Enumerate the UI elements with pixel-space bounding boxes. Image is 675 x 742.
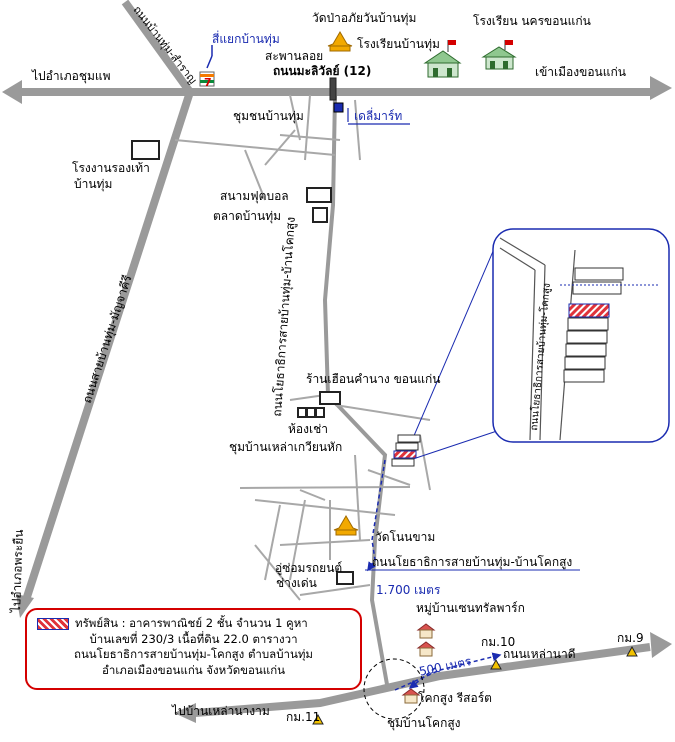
road-to-samran [121,0,194,95]
road-khok-sung-label: ถนนโยธาธิการสายบ้านทุ่ม-บ้านโคกสูง [372,555,573,569]
road-manchakhiri [16,90,194,618]
to-phra-yuen-label: ไปอำเภอพระยืน [8,529,26,613]
arrow-icon [16,594,34,618]
football-label: สนามฟุตบอล [220,189,289,203]
temple-icon [333,515,359,536]
svg-text:7: 7 [204,76,212,89]
to-chum-phae-label: ไปอำเภอชุมแพ [32,69,111,83]
shoe-factory-label-1: โรงงานรองเท้า [72,161,150,175]
road-lao-na-di-label: ถนนเหล่านาดี [503,647,576,661]
overpass-label: สะพานลอย [265,49,324,63]
intersection-label: สี่แยกบ้านทุ่ม [212,32,280,46]
highway-name-label: ถนนมะลิวัลย์ (12) [273,64,372,78]
market-label: ตลาดบ้านทุ่ม [213,209,282,223]
distance-1700-label: 1.700 เมตร [376,583,441,597]
garage-building [336,571,354,585]
seven-eleven-icon: 7 [199,71,215,89]
to-khon-kaen-label: เข้าเมืองขอนแก่น [535,65,626,79]
school-icon [481,40,517,70]
property-legend: ทรัพย์สิน : อาคารพาณิชย์ 2 ชั้น จำนวน 1 … [25,608,362,690]
room-rent-label: ห้องเช่า [288,422,328,436]
delimart-label: เดลี่มาร์ท [354,109,403,123]
buildings [131,140,354,585]
garage-label-2: ช่างเด่น [276,576,317,590]
shoe-factory-building [131,140,160,160]
lower-highway [174,632,672,723]
delimart-icon [333,102,344,113]
km9-label: กม.9 [617,631,644,645]
community-ban-thum-label: ชุมชนบ้านทุ่ม [233,109,304,123]
km-marker-icon [312,645,638,725]
property-swatch-icon [37,617,69,630]
distance-path-1700 [367,459,386,572]
legend-line-4: อำเภอเมืองขอนแก่น จังหวัดขอนแก่น [101,662,286,677]
to-lao-na-ngam-label: ไปบ้านเหล่านางาม [172,704,270,718]
school-top-label: โรงเรียน นครขอนแก่น [473,14,591,28]
arrow-icon [2,80,22,104]
legend-line-2: บ้านเลขที่ 230/3 เนื้อที่ดิน 22.0 ตารางว… [89,631,298,646]
khok-sung-circle [363,658,425,720]
temple-top-label: วัดป่าอภัยวันบ้านทุ่ม [312,11,417,25]
room-rent-building [315,407,325,418]
legend-line-1: ทรัพย์สิน : อาคารพาณิชย์ 2 ชั้น จำนวน 1 … [75,616,308,630]
school-icon [423,40,462,78]
property-shophouses [391,434,421,467]
restaurant-label: ร้านเฮือนคำนาง ขอนแก่น [306,372,441,386]
garage-label-1: อู่ซ่อมรถยนต์ [275,561,343,575]
village-central-label: หมู่บ้านเซนทรัลพาร์ก [416,601,525,615]
community-khok-sung-label: ชุมบ้านโคกสูง [387,716,461,730]
inset-map [492,228,670,443]
community-lao-label: ชุมบ้านเหล่าเกวียนหัก [229,440,343,454]
restaurant-building [319,391,341,405]
minor-roads [174,94,431,601]
arrow-icon [650,632,672,658]
market-building [312,207,328,223]
overpass-icon [329,77,337,101]
arrow-icon [650,76,672,100]
football-field-building [306,187,332,203]
resort-label: โคกสูง รีสอร์ต [418,691,492,705]
school-ban-thum-label: โรงเรียนบ้านทุ่ม [357,37,440,51]
legend-line-3: ถนนโยธาธิการสายบ้านทุ่ม-โคกสูง ตำบลบ้านท… [73,647,313,662]
shoe-factory-label-2: บ้านทุ่ม [74,177,113,191]
yothathikan-road [322,94,390,691]
temple-icon [327,31,353,52]
km10-label: กม.10 [481,635,516,649]
temple-non-kham-label: วัดโนนขาม [375,530,436,544]
arrow-icon [174,703,196,723]
house-icon [401,623,436,704]
km11-label: กม.11 [286,710,321,724]
